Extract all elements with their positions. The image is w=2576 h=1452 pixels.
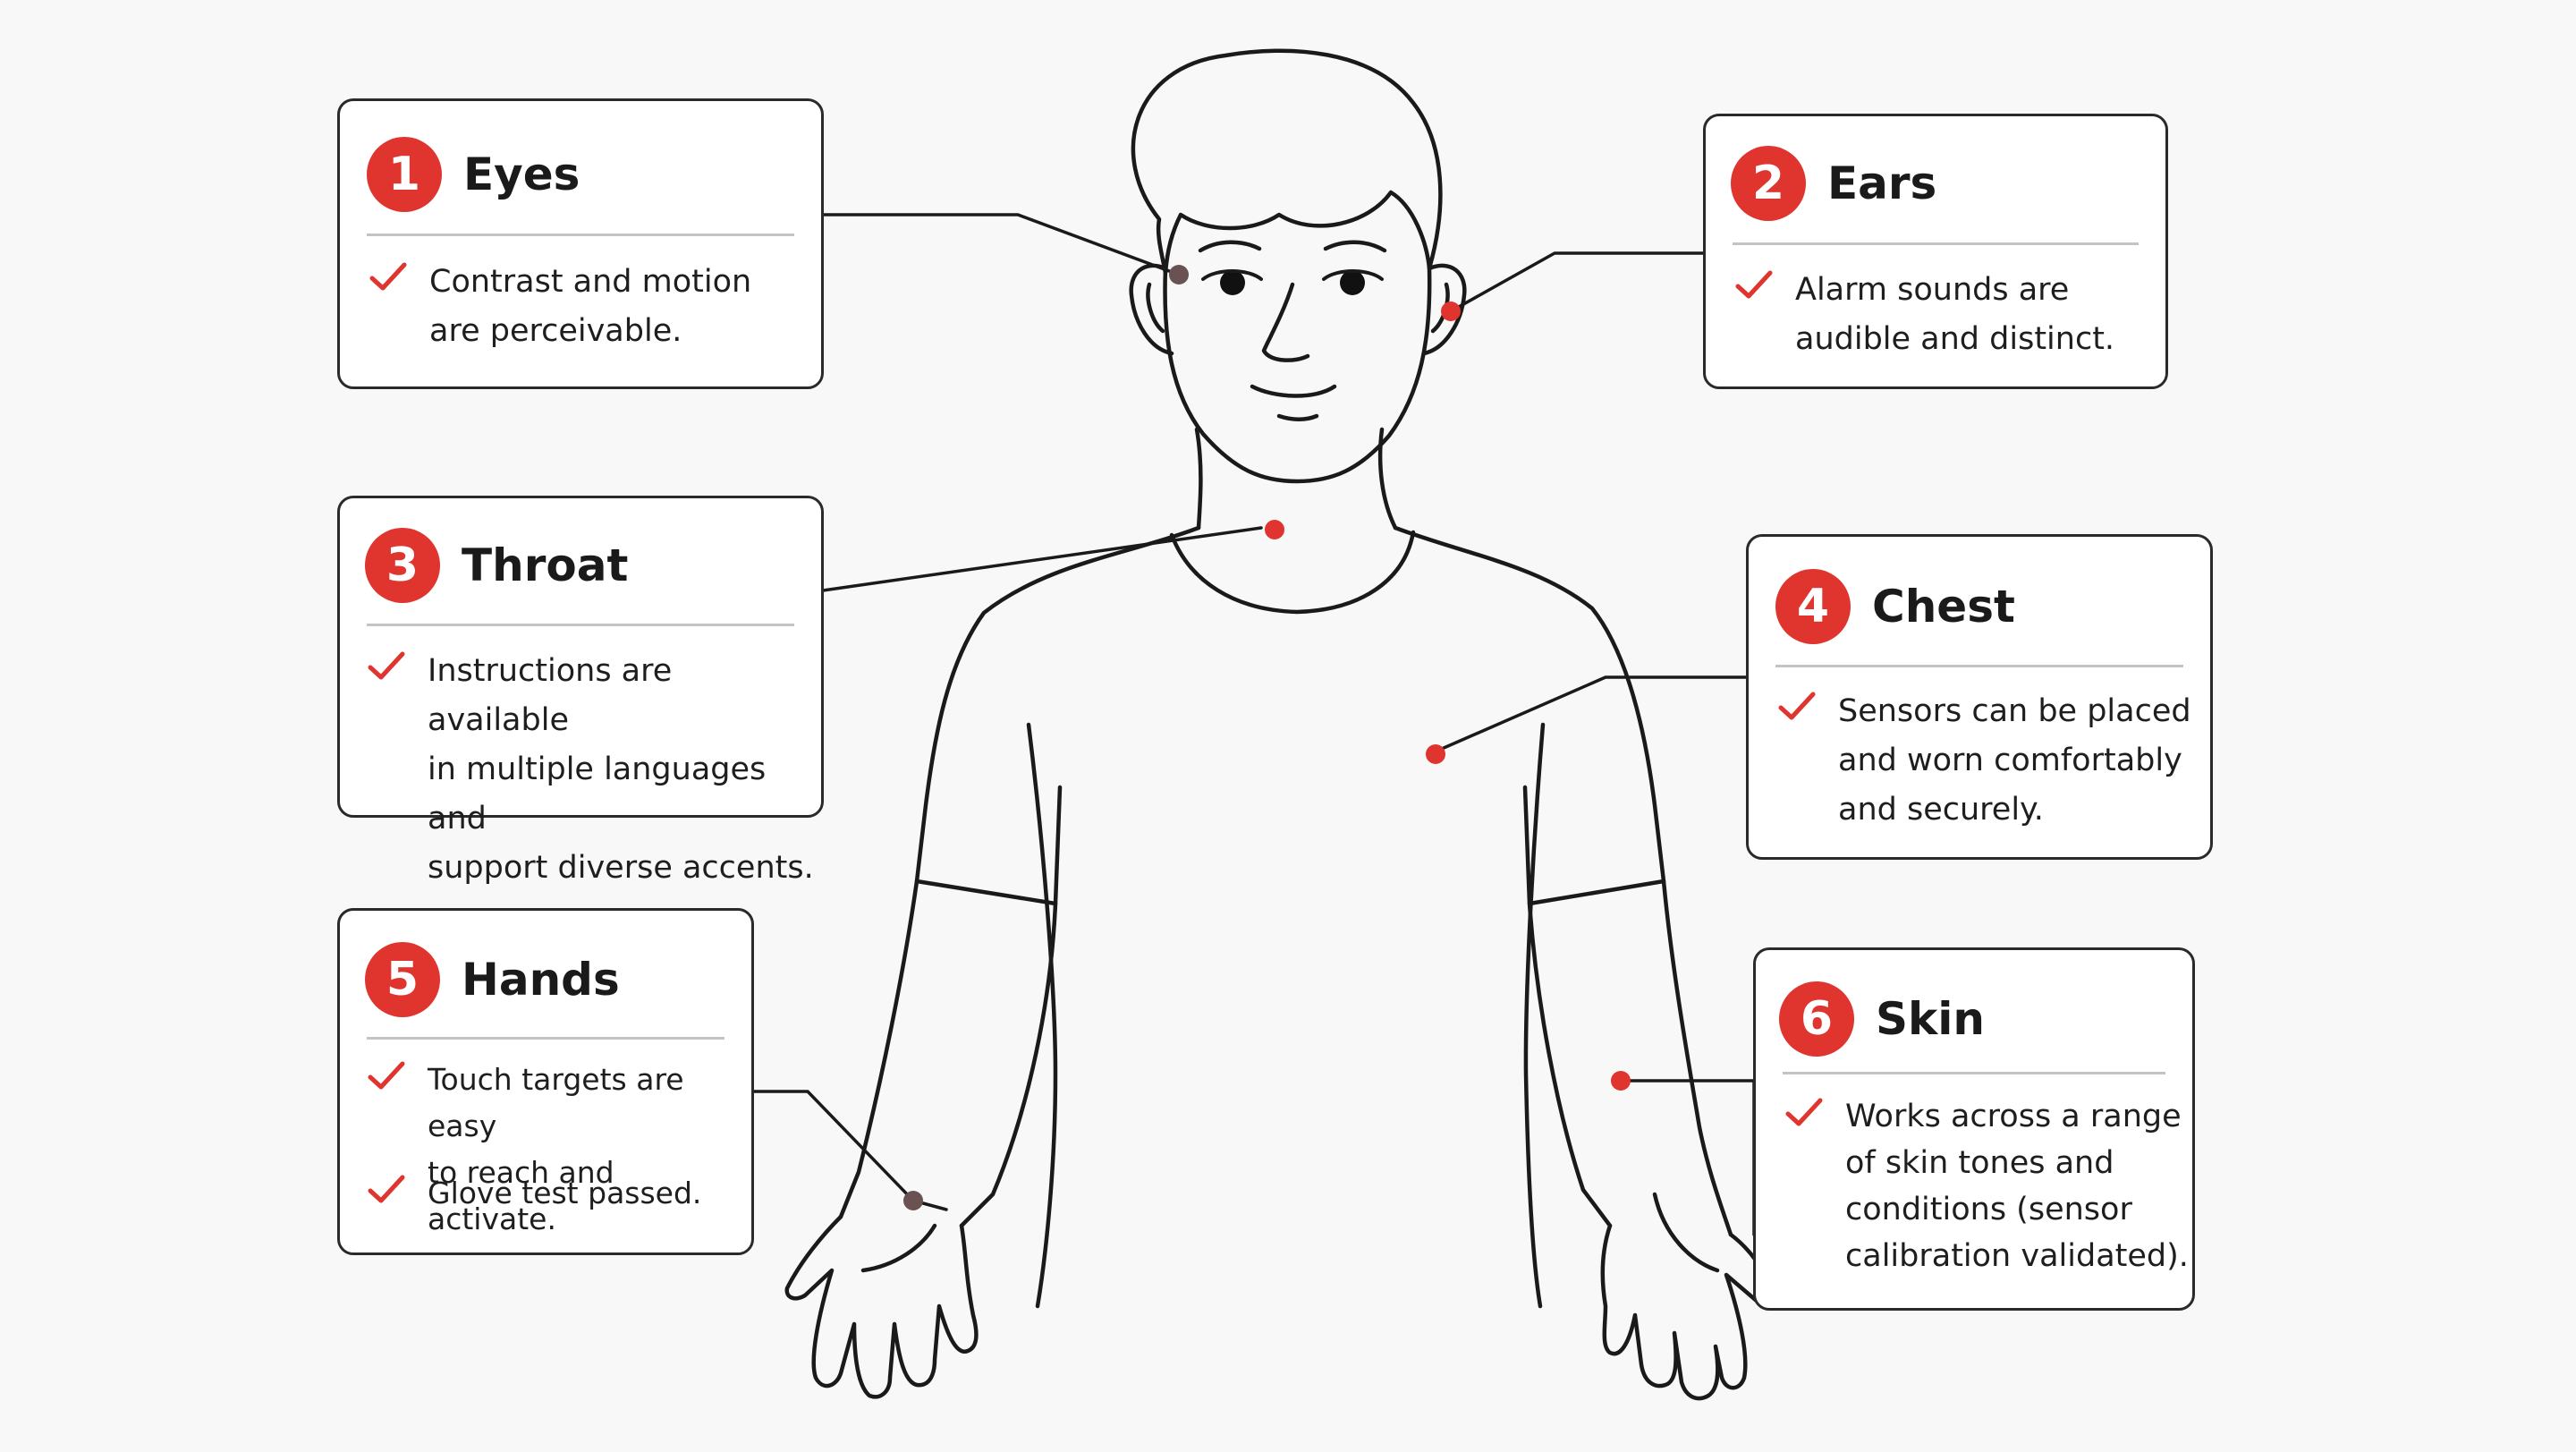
- right-arm-outer: [1661, 879, 1733, 1237]
- hair-outline: [1131, 48, 1443, 276]
- shirt-right: [1393, 525, 1666, 906]
- leader-skin: [1617, 1079, 1756, 1236]
- checklist-text: Contrast and motion are perceivable.: [429, 264, 752, 349]
- face-outline: [1163, 266, 1432, 484]
- card-title: Ears: [1827, 157, 1937, 209]
- marker-hands: [903, 1191, 923, 1210]
- number-badge: 4: [1775, 569, 1851, 644]
- checkmark-icon: [1735, 270, 1773, 299]
- card-title: Hands: [462, 954, 620, 1006]
- marker-skin: [1611, 1071, 1631, 1091]
- divider: [367, 1037, 724, 1040]
- number-badge: 2: [1731, 146, 1806, 221]
- leader-throat: [821, 526, 1263, 592]
- card-eyes: 1 Eyes Contrast and motion are perceivab…: [337, 98, 824, 389]
- checklist-item: Instructions are available in multiple l…: [365, 647, 821, 893]
- card-skin: 6 Skin Works across a range of skin tone…: [1753, 947, 2195, 1311]
- number-badge: 1: [367, 137, 442, 212]
- right-eyebrow: [1323, 240, 1387, 253]
- checklist-item: Contrast and motion are perceivable.: [367, 258, 751, 356]
- checklist-text: Instructions are available in multiple l…: [428, 653, 814, 886]
- neck-right: [1377, 427, 1398, 531]
- left-hand: [784, 1214, 979, 1399]
- divider: [1733, 242, 2139, 245]
- checkmark-icon: [368, 651, 405, 680]
- card-chest: 4 Chest Sensors can be placed and worn c…: [1746, 534, 2213, 860]
- checklist-item: Alarm sounds are audible and distinct.: [1733, 266, 2114, 364]
- neck-left: [1194, 427, 1203, 531]
- divider: [367, 624, 794, 626]
- nose: [1261, 282, 1310, 362]
- leader-eyes: [821, 213, 1181, 276]
- leader-hands: [752, 1090, 948, 1211]
- right-pupil: [1340, 270, 1365, 295]
- card-header: 1 Eyes: [367, 137, 580, 212]
- mouth: [1250, 384, 1337, 398]
- leader-chest: [1434, 675, 1748, 753]
- checklist-item: Touch targets are easy to reach and acti…: [365, 1057, 751, 1243]
- checklist-text: Works across a range of skin tones and c…: [1845, 1099, 2189, 1274]
- right-ear: [1421, 263, 1467, 356]
- divider: [1775, 665, 2183, 667]
- card-title: Eyes: [463, 149, 580, 200]
- left-eyebrow: [1198, 240, 1262, 253]
- shirt-left: [914, 525, 1201, 906]
- divider: [367, 234, 794, 236]
- left-pupil: [1220, 270, 1245, 295]
- card-ears: 2 Ears Alarm sounds are audible and dist…: [1703, 114, 2168, 389]
- number-badge: 6: [1779, 981, 1854, 1057]
- card-title: Throat: [462, 539, 629, 591]
- checkmark-icon: [1785, 1098, 1823, 1126]
- marker-eyes: [1169, 265, 1189, 284]
- marker-ears: [1441, 301, 1461, 321]
- card-title: Skin: [1876, 993, 1985, 1045]
- card-header: 5 Hands: [365, 942, 620, 1017]
- left-ear: [1129, 263, 1174, 356]
- leader-ears: [1449, 251, 1706, 313]
- card-throat: 3 Throat Instructions are available in m…: [337, 496, 824, 886]
- card-header: 4 Chest: [1775, 569, 2015, 644]
- checklist-text: Alarm sounds are audible and distinct.: [1795, 272, 2115, 357]
- card-header: 2 Ears: [1731, 146, 1936, 221]
- checklist-text: Sensors can be placed and worn comfortab…: [1838, 693, 2191, 828]
- card-hands: 5 Hands Touch targets are easy to reach …: [337, 908, 754, 1255]
- checkmark-icon: [369, 262, 407, 291]
- checklist-text: Touch targets are easy to reach and acti…: [428, 1062, 684, 1236]
- checklist-text: Glove test passed.: [428, 1176, 702, 1210]
- number-badge: 5: [365, 942, 440, 1017]
- checkmark-icon: [368, 1061, 405, 1090]
- number-badge: 3: [365, 528, 440, 603]
- marker-throat: [1265, 520, 1284, 539]
- right-arm-inner: [1527, 901, 1613, 1228]
- checkmark-icon: [1778, 692, 1816, 720]
- checklist-item: Sensors can be placed and worn comfortab…: [1775, 687, 2191, 835]
- collar: [1169, 530, 1416, 615]
- checkmark-icon: [368, 1175, 405, 1203]
- card-header: 3 Throat: [365, 528, 628, 603]
- checklist-item: Glove test passed.: [365, 1170, 701, 1217]
- divider: [1783, 1072, 2165, 1074]
- checklist-item: Works across a range of skin tones and c…: [1783, 1093, 2189, 1279]
- card-title: Chest: [1872, 581, 2015, 633]
- marker-chest: [1426, 744, 1445, 764]
- left-arm-inner: [959, 901, 1058, 1228]
- card-header: 6 Skin: [1779, 981, 1985, 1057]
